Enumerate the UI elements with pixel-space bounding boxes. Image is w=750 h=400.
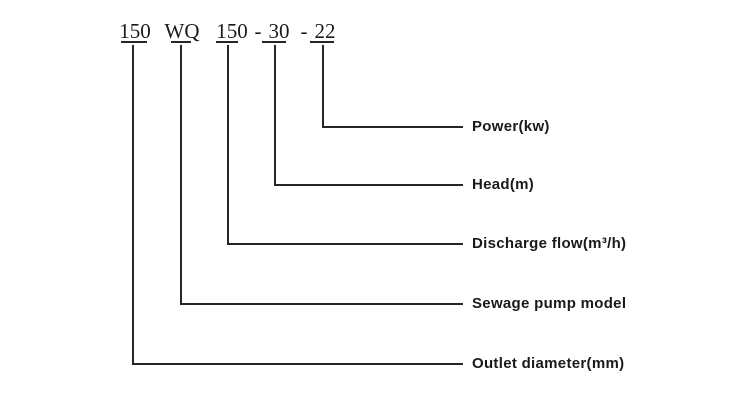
label-head: Head(m): [472, 176, 535, 193]
label-outlet-diameter: Outlet diameter(mm): [472, 355, 625, 372]
label-sewage-pump-model: Sewage pump model: [472, 295, 627, 312]
connector-discharge-horizontal: [227, 243, 463, 245]
token-underline: [216, 41, 238, 43]
connector-sewage-horizontal: [180, 303, 463, 305]
connector-outlet-horizontal: [132, 363, 463, 365]
token-underline: [121, 41, 147, 43]
token-underline: [310, 41, 334, 43]
connector-outlet-vertical: [132, 45, 134, 364]
connector-head-vertical: [274, 45, 276, 185]
label-discharge-flow: Discharge flow(m³/h): [472, 235, 627, 252]
token-underline: [262, 41, 286, 43]
token-pump-type: WQ: [164, 19, 200, 43]
connector-sewage-vertical: [180, 45, 182, 304]
token-outlet-diameter: 150: [119, 19, 151, 43]
connector-head-horizontal: [274, 184, 463, 186]
token-head: 30: [268, 19, 290, 43]
connector-discharge-vertical: [227, 45, 229, 244]
separator-dash: -: [300, 19, 308, 43]
token-discharge-flow: 150: [216, 19, 248, 43]
token-power: 22: [314, 19, 336, 43]
label-power: Power(kw): [472, 118, 550, 135]
connector-power-vertical: [322, 45, 324, 127]
token-underline: [171, 41, 191, 43]
connector-power-horizontal: [322, 126, 463, 128]
separator-dash: -: [254, 19, 262, 43]
